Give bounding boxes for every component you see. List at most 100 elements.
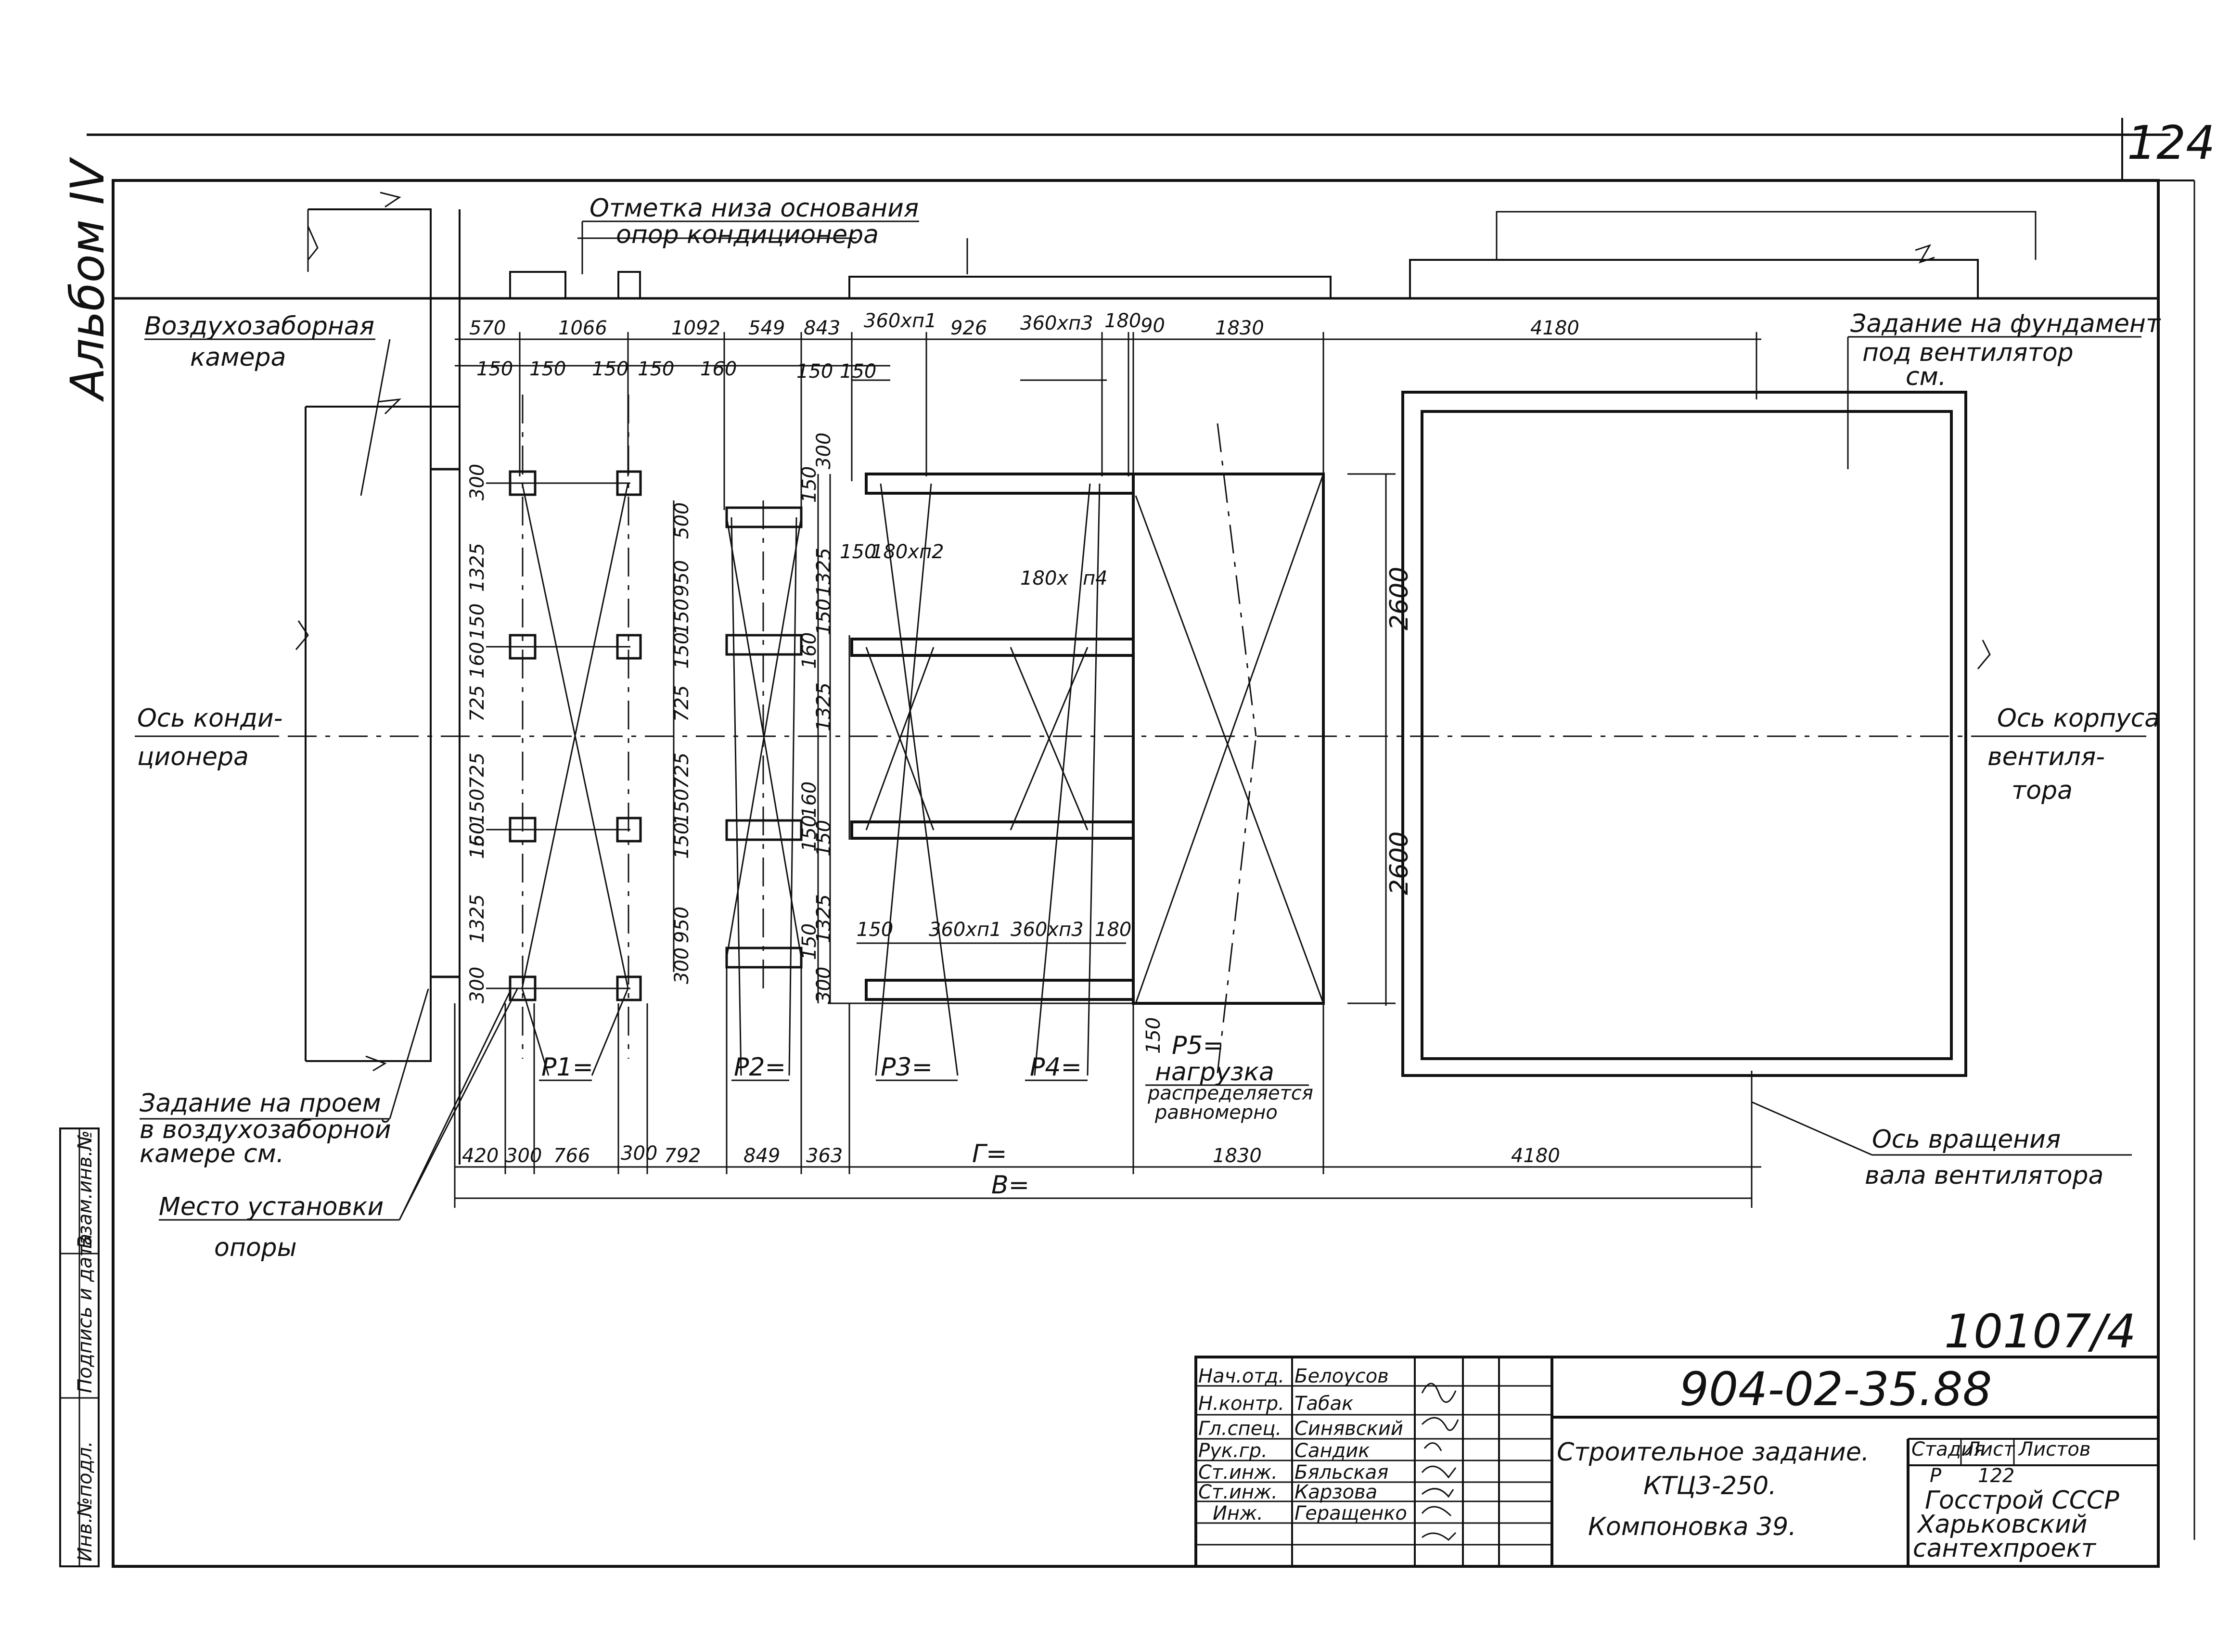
p3-label: P3= xyxy=(881,1053,933,1082)
strip-label-2: Подпись и дата xyxy=(74,1234,96,1393)
tb-role: Рук.гр. xyxy=(1198,1440,1268,1462)
tb-name: Табак xyxy=(1294,1393,1353,1415)
dim-top: 1066 xyxy=(558,317,607,339)
dim-vert-right: 150 xyxy=(813,820,835,857)
note-marks-1: Отметка низа основания xyxy=(589,194,919,223)
foundation-1: Задание на фундамент xyxy=(1850,309,2161,338)
dim-vert-mid: 150 xyxy=(671,632,693,669)
dim-bottom-inner: 360хп1 xyxy=(929,919,1002,941)
title-block-text: Нач.отд. Н.контр. Гл.спец. Рук.гр. Ст.ин… xyxy=(1198,1362,2119,1563)
dim-top: 1830 xyxy=(1215,317,1264,339)
dim-vert-left: 725 xyxy=(466,685,488,722)
b-label: В= xyxy=(991,1171,1029,1200)
dim-bottom: 766 xyxy=(553,1145,590,1167)
dim-top: 1092 xyxy=(671,317,720,339)
dim-vert-right: 150 xyxy=(813,599,835,635)
dim-bottom: 849 xyxy=(743,1145,780,1167)
dim-vert-right: 1325 xyxy=(813,894,835,943)
axis-fan-1: Ось корпуса xyxy=(1997,704,2160,733)
p5-1: P5= xyxy=(1172,1031,1224,1060)
dim-vert-left: 1325 xyxy=(466,543,488,592)
tb-name: Синявский xyxy=(1294,1418,1403,1440)
dim-bottom: 1830 xyxy=(1213,1145,1262,1167)
dim-vert-left: 725 xyxy=(466,753,488,789)
gamma-label: Г= xyxy=(972,1140,1007,1168)
p2-label: P2= xyxy=(734,1053,786,1082)
dim-vert-left: 160 xyxy=(466,822,488,859)
dim-vert-left: 300 xyxy=(466,464,488,500)
foundation-2: под вентилятор xyxy=(1862,338,2074,367)
title-block xyxy=(1194,1356,2160,1568)
dim-bottom: 363 xyxy=(806,1145,843,1167)
p5-4: равномерно xyxy=(1154,1101,1278,1124)
support-2: опоры xyxy=(214,1233,297,1262)
axis-fan-3: тора xyxy=(2012,776,2073,805)
annotations: Отметка низа основания опор кондиционера… xyxy=(137,194,2161,1262)
stage-header: Стадия xyxy=(1911,1438,1985,1460)
dim-small: 150 xyxy=(529,358,566,380)
dim-top: 90 xyxy=(1141,315,1165,337)
stage-value: Р xyxy=(1930,1465,1942,1487)
dim-small: 150 xyxy=(796,360,833,383)
dim-small: 150 xyxy=(592,358,628,380)
doc-title-2: КТЦ3-250. xyxy=(1643,1472,1777,1500)
dim-vert-right: 1325 xyxy=(813,682,835,731)
dim-bottom: 420 xyxy=(462,1145,499,1167)
p5-3: распределяется xyxy=(1147,1082,1313,1104)
sheet-value: 122 xyxy=(1978,1465,2014,1487)
org-2: Харьковский xyxy=(1916,1510,2088,1539)
dim-small: п4 xyxy=(1083,567,1108,589)
dim-vert-mid: 725 xyxy=(671,753,693,789)
bottom-dimensions: 420 300 766 300 792 849 363 1830 4180 15… xyxy=(462,919,1560,1167)
opening-2: в воздухозаборной xyxy=(140,1115,391,1144)
dim-vert-fan: 2600 xyxy=(1385,832,1414,895)
dim-vert-right: 160 xyxy=(798,781,820,818)
org-1: Госстрой СССР xyxy=(1925,1486,2119,1515)
dim-vert-mid: 150 xyxy=(671,822,693,859)
tb-role: Ст.инж. xyxy=(1198,1461,1278,1484)
dim-vert-mid: 950 xyxy=(671,560,693,597)
dim-vert-right: 300 xyxy=(813,433,835,469)
strip-label-3: Взам.инв.№ xyxy=(74,1130,96,1249)
dim-bottom: 300 xyxy=(505,1145,542,1167)
inventory-number: 10107/4 xyxy=(1944,1305,2136,1358)
foundation-3: см. xyxy=(1906,362,1946,391)
tb-role: Ст.инж. xyxy=(1198,1481,1278,1503)
dim-vert-right: 1325 xyxy=(813,548,835,597)
tb-role: Нач.отд. xyxy=(1198,1365,1284,1387)
support-1: Место установки xyxy=(159,1192,384,1221)
doc-title-3: Компоновка 39. xyxy=(1588,1512,1796,1541)
dim-vert-left: 150 xyxy=(466,822,488,859)
tb-name: Бяльская xyxy=(1294,1461,1388,1484)
dim-small: 160 xyxy=(700,358,737,380)
tb-role: Гл.спец. xyxy=(1198,1418,1282,1440)
dim-vert-mid: 950 xyxy=(671,907,693,943)
axis-cond-2: ционера xyxy=(137,743,249,771)
dim-bottom-inner: 150 xyxy=(1142,1017,1165,1054)
tb-role: Инж. xyxy=(1213,1502,1263,1524)
dim-vert-left: 150 xyxy=(466,789,488,825)
tb-name: Геращенко xyxy=(1294,1502,1407,1524)
rotation-2: вала вентилятора xyxy=(1865,1161,2103,1190)
vertical-dimensions: 300 1325 150 160 725 725 150 160 150 132… xyxy=(466,433,1414,1003)
doc-title-1: Строительное задание. xyxy=(1557,1438,1869,1467)
dim-top: 570 xyxy=(469,317,506,339)
dim-small: 150 xyxy=(840,360,876,383)
doc-code: 904-02-35.88 xyxy=(1679,1362,1992,1416)
tb-name: Карзова xyxy=(1294,1481,1377,1503)
intake-2: камера xyxy=(190,343,286,372)
dim-small: 150 xyxy=(840,541,876,563)
fan-foundation-outline xyxy=(1401,391,1967,1077)
dim-small: 150 xyxy=(476,358,513,380)
dim-top: 360хп1 xyxy=(864,310,937,332)
org-3: сантехпроект xyxy=(1913,1534,2097,1563)
top-dimensions: 570 1066 1092 549 843 360хп1 926 360хп3 … xyxy=(469,310,1579,589)
dim-vert-mid: 150 xyxy=(671,599,693,635)
dim-top: 360хп3 xyxy=(1020,312,1093,334)
opening-1: Задание на проем xyxy=(140,1089,381,1118)
tb-name: Сандик xyxy=(1294,1440,1370,1462)
page-number: 124 xyxy=(2127,116,2215,170)
dim-top: 180 xyxy=(1104,310,1141,332)
dim-vert-right: 150 xyxy=(798,923,820,960)
